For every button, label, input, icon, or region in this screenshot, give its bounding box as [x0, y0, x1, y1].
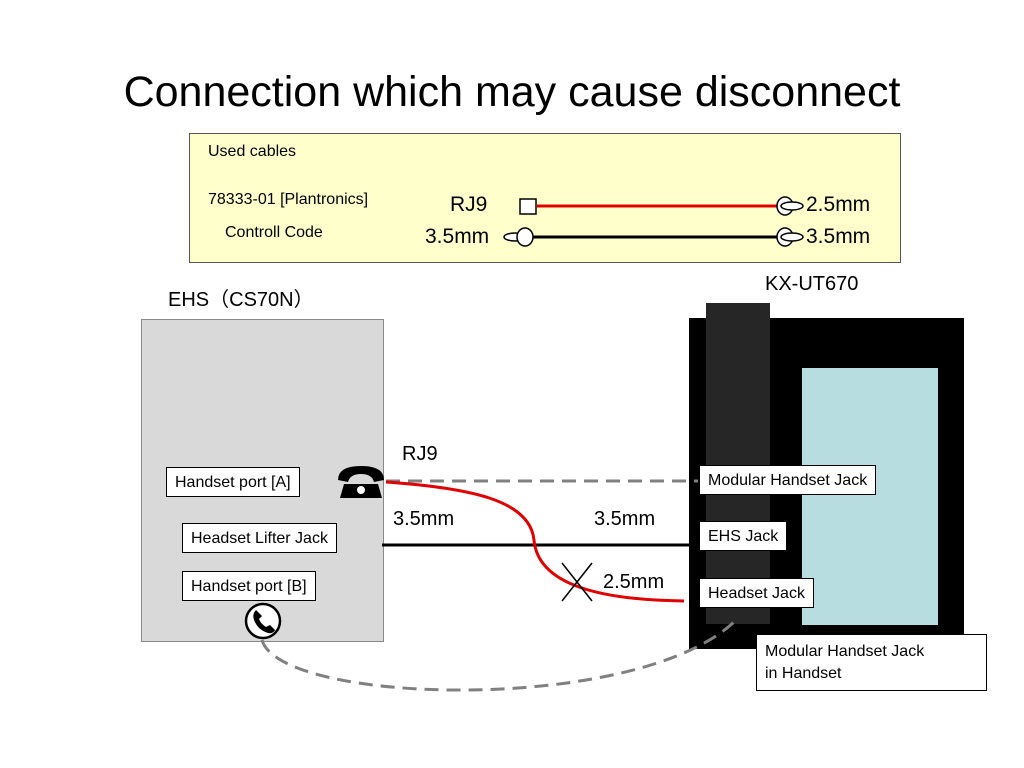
handset-port-a-label: Handset port [A] — [166, 467, 300, 497]
modular-handset-jack-in-handset-label: Modular Handset Jack in Handset — [756, 634, 987, 691]
plug-icon — [776, 196, 804, 216]
disconnected-25-label: 2.5mm — [603, 571, 665, 593]
modular-handset-jack-label: Modular Handset Jack — [699, 465, 877, 495]
ehs-title: EHS（CS70N） — [168, 289, 314, 311]
headset-lifter-jack-label: Headset Lifter Jack — [182, 523, 337, 553]
kx-title: KX-UT670 — [765, 273, 859, 295]
rj9-connection-label: RJ9 — [402, 443, 438, 465]
plug-icon — [776, 227, 804, 247]
rj9-connector-icon — [519, 198, 537, 215]
cable-name: 78333-01 [Plantronics] — [208, 191, 369, 208]
legend-right-35-label: 3.5mm — [806, 225, 871, 248]
left-35-connection-label: 3.5mm — [393, 508, 455, 530]
kx-handset — [706, 303, 770, 624]
page-title: Connection which may cause disconnect — [123, 68, 901, 116]
legend-left-35-label: 3.5mm — [425, 225, 490, 248]
modular-handset-jack-in-handset-line2: in Handset — [765, 665, 842, 682]
cross-mark-icon — [561, 562, 593, 602]
used-cables-heading: Used cables — [208, 143, 297, 160]
legend-right-25-label: 2.5mm — [806, 193, 871, 216]
kx-screen — [802, 368, 938, 625]
plug-icon — [503, 227, 534, 247]
legend-rj9-label: RJ9 — [450, 193, 488, 216]
right-35-connection-label: 3.5mm — [594, 508, 656, 530]
ehs-jack-label: EHS Jack — [699, 521, 788, 551]
handset-port-b-label: Handset port [B] — [182, 571, 316, 601]
headset-jack-label: Headset Jack — [699, 578, 814, 608]
red-cable-headset — [385, 480, 685, 603]
modular-handset-jack-in-handset-line1: Modular Handset Jack — [765, 643, 925, 660]
telephone-icon — [338, 466, 384, 498]
control-code-label: Controll Code — [225, 224, 323, 241]
phone-circle-icon — [244, 602, 282, 640]
dashed-cable-handset-b — [260, 618, 738, 692]
